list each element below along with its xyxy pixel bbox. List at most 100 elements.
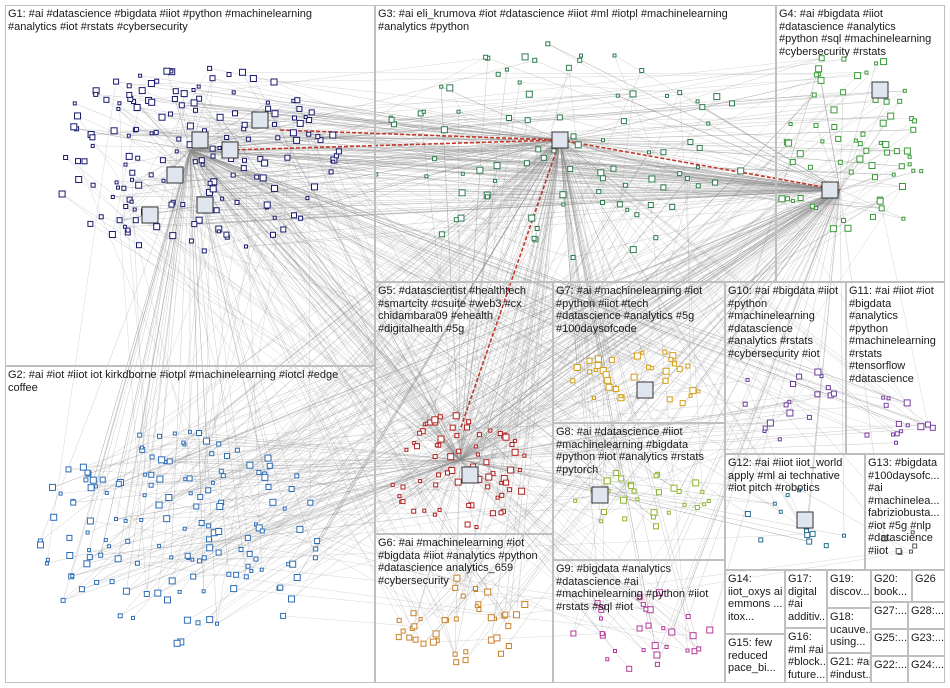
network-node[interactable]	[713, 93, 721, 101]
network-node[interactable]	[897, 98, 903, 104]
network-node[interactable]	[125, 227, 131, 233]
network-node[interactable]	[133, 104, 141, 111]
network-node[interactable]	[593, 368, 598, 372]
network-node[interactable]	[238, 547, 244, 552]
hub-node-avatar[interactable]	[636, 381, 654, 399]
network-node[interactable]	[429, 638, 437, 646]
network-node[interactable]	[668, 628, 676, 636]
network-node[interactable]	[172, 88, 179, 95]
network-node[interactable]	[178, 102, 185, 109]
network-node[interactable]	[804, 532, 811, 539]
network-node[interactable]	[148, 471, 155, 478]
network-node[interactable]	[110, 195, 115, 199]
hub-node-avatar[interactable]	[221, 141, 239, 159]
network-node[interactable]	[139, 445, 144, 450]
network-node[interactable]	[789, 159, 796, 166]
network-node[interactable]	[493, 178, 498, 183]
network-node[interactable]	[188, 491, 193, 496]
network-node[interactable]	[216, 113, 224, 121]
network-node[interactable]	[264, 454, 272, 462]
network-node[interactable]	[280, 226, 287, 233]
network-node[interactable]	[437, 435, 445, 443]
network-node[interactable]	[182, 526, 187, 531]
network-node[interactable]	[122, 224, 127, 229]
network-node[interactable]	[135, 181, 143, 189]
network-node[interactable]	[125, 538, 131, 544]
network-node[interactable]	[813, 72, 819, 78]
network-node[interactable]	[601, 138, 605, 143]
network-node[interactable]	[853, 138, 858, 143]
network-node[interactable]	[148, 482, 154, 488]
network-node[interactable]	[86, 517, 94, 525]
network-node[interactable]	[181, 440, 186, 445]
network-node[interactable]	[158, 113, 166, 121]
network-node[interactable]	[523, 160, 530, 167]
network-node[interactable]	[825, 385, 831, 391]
network-node[interactable]	[143, 591, 150, 597]
network-node[interactable]	[840, 89, 847, 96]
network-node[interactable]	[594, 600, 601, 607]
network-node[interactable]	[177, 589, 182, 594]
network-node[interactable]	[785, 493, 790, 498]
network-node[interactable]	[790, 381, 796, 387]
network-node[interactable]	[206, 544, 214, 552]
network-node[interactable]	[662, 349, 668, 355]
network-node[interactable]	[220, 196, 225, 201]
network-node[interactable]	[414, 443, 420, 450]
network-node[interactable]	[270, 231, 276, 238]
network-node[interactable]	[183, 477, 188, 482]
network-node[interactable]	[633, 352, 641, 360]
network-node[interactable]	[790, 198, 795, 203]
network-node[interactable]	[702, 502, 707, 507]
network-node[interactable]	[901, 216, 906, 221]
network-node[interactable]	[666, 396, 673, 403]
network-node[interactable]	[136, 242, 142, 249]
network-node[interactable]	[601, 509, 607, 515]
network-node[interactable]	[929, 424, 936, 431]
network-node[interactable]	[192, 159, 198, 165]
network-node[interactable]	[397, 494, 402, 499]
network-node[interactable]	[161, 178, 166, 183]
network-node[interactable]	[829, 225, 837, 233]
network-node[interactable]	[246, 551, 253, 557]
network-node[interactable]	[261, 473, 269, 481]
network-node[interactable]	[883, 98, 890, 105]
network-node[interactable]	[577, 57, 583, 63]
network-node[interactable]	[540, 154, 547, 161]
network-node[interactable]	[788, 122, 793, 126]
network-node[interactable]	[213, 207, 220, 214]
network-node[interactable]	[694, 505, 700, 510]
network-node[interactable]	[626, 665, 633, 672]
network-node[interactable]	[288, 595, 295, 603]
network-node[interactable]	[272, 121, 277, 127]
network-node[interactable]	[98, 552, 104, 558]
network-node[interactable]	[656, 489, 662, 496]
network-node[interactable]	[874, 61, 879, 66]
network-node[interactable]	[206, 616, 214, 624]
network-node[interactable]	[868, 162, 876, 169]
network-node[interactable]	[400, 484, 406, 490]
network-node[interactable]	[567, 165, 574, 172]
network-node[interactable]	[437, 414, 443, 420]
network-node[interactable]	[669, 203, 676, 210]
network-node[interactable]	[830, 106, 838, 114]
network-node[interactable]	[912, 118, 918, 124]
network-node[interactable]	[197, 494, 204, 500]
network-node[interactable]	[817, 76, 825, 84]
network-node[interactable]	[282, 506, 287, 511]
network-node[interactable]	[116, 107, 121, 111]
network-node[interactable]	[65, 466, 72, 473]
network-node[interactable]	[134, 560, 140, 566]
network-node[interactable]	[625, 207, 630, 212]
network-node[interactable]	[565, 64, 572, 71]
network-node[interactable]	[662, 377, 669, 384]
network-node[interactable]	[521, 601, 529, 608]
network-node[interactable]	[872, 174, 878, 181]
network-node[interactable]	[656, 589, 663, 597]
network-node[interactable]	[456, 109, 461, 114]
network-node[interactable]	[665, 93, 669, 98]
network-node[interactable]	[509, 442, 515, 447]
network-node[interactable]	[226, 72, 232, 77]
network-node[interactable]	[292, 115, 297, 121]
network-node[interactable]	[240, 165, 247, 172]
